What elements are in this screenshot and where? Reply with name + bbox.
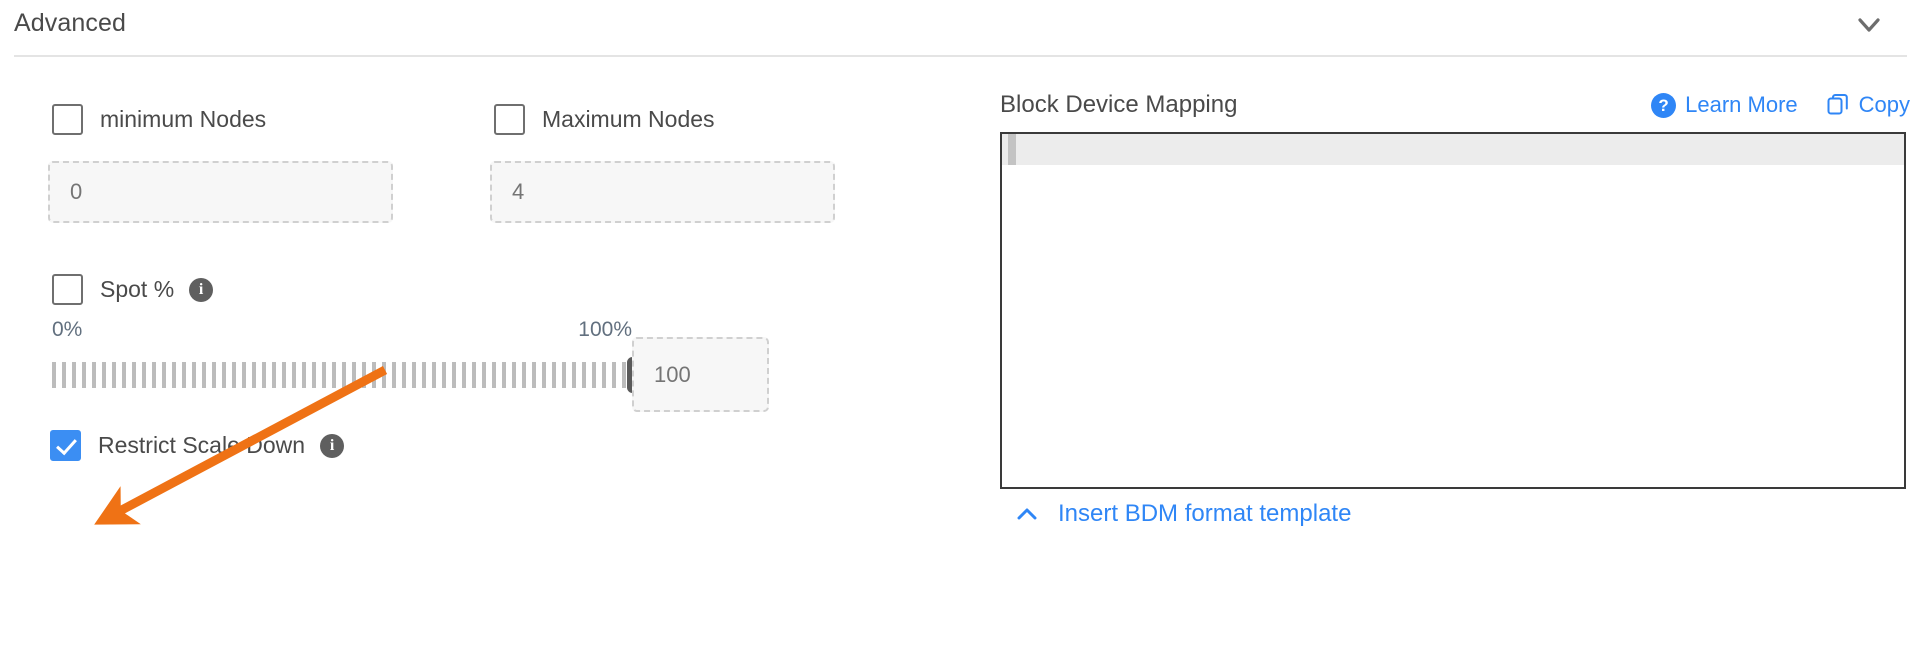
minimum-nodes-row: minimum Nodes (52, 104, 266, 135)
minimum-nodes-label: minimum Nodes (100, 106, 267, 132)
spot-percent-row: Spot % i (52, 274, 214, 305)
minimum-nodes-checkbox[interactable] (52, 104, 83, 135)
maximum-nodes-checkbox[interactable] (494, 104, 525, 135)
spot-percent-slider-track[interactable] (52, 357, 638, 393)
slider-scale-labels: 0% 100% (52, 318, 632, 344)
chevron-up-icon (1014, 501, 1040, 527)
editor-active-line[interactable] (1002, 134, 1904, 165)
learn-more-link[interactable]: ? Learn More (1651, 92, 1798, 118)
spot-percent-slider-group: 0% 100% (52, 318, 638, 393)
header-divider (14, 55, 1907, 57)
learn-more-label: Learn More (1685, 92, 1798, 117)
spot-percent-label: Spot % (100, 276, 175, 302)
info-icon[interactable]: i (189, 277, 214, 302)
insert-bdm-template-link[interactable]: Insert BDM format template (1014, 500, 1351, 528)
info-icon[interactable]: i (320, 433, 345, 458)
block-device-mapping-title: Block Device Mapping (1000, 91, 1238, 118)
block-device-mapping-actions: ? Learn More Copy (1651, 92, 1910, 118)
copy-label: Copy (1858, 92, 1910, 117)
spot-percent-checkbox[interactable] (52, 274, 83, 305)
spot-percent-value-input[interactable] (632, 337, 769, 412)
editor-cursor-gutter (1008, 134, 1016, 165)
slider-min-label: 0% (52, 318, 83, 341)
insert-bdm-template-label: Insert BDM format template (1058, 500, 1352, 527)
chevron-down-icon[interactable] (1852, 8, 1886, 42)
question-circle-icon: ? (1651, 92, 1677, 118)
page-title: Advanced (14, 9, 126, 37)
maximum-nodes-input[interactable] (490, 161, 835, 223)
restrict-scale-down-checkbox[interactable] (50, 430, 81, 461)
block-device-mapping-pane: Block Device Mapping ? Learn More Copy (1000, 56, 1920, 656)
editor-content-area[interactable] (1002, 165, 1904, 487)
restrict-scale-down-label: Restrict Scale Down (98, 432, 306, 458)
block-device-mapping-editor[interactable] (1000, 132, 1906, 489)
copy-icon (1826, 93, 1850, 117)
advanced-settings-left-pane: minimum Nodes Maximum Nodes Spot % i 0% … (0, 56, 960, 656)
advanced-section-header[interactable]: Advanced (0, 0, 1920, 57)
copy-link[interactable]: Copy (1826, 92, 1910, 118)
restrict-scale-down-row: Restrict Scale Down i (50, 430, 345, 461)
maximum-nodes-row: Maximum Nodes (494, 104, 715, 135)
maximum-nodes-label: Maximum Nodes (542, 106, 715, 132)
slider-max-label: 100% (578, 318, 632, 341)
minimum-nodes-input[interactable] (48, 161, 393, 223)
